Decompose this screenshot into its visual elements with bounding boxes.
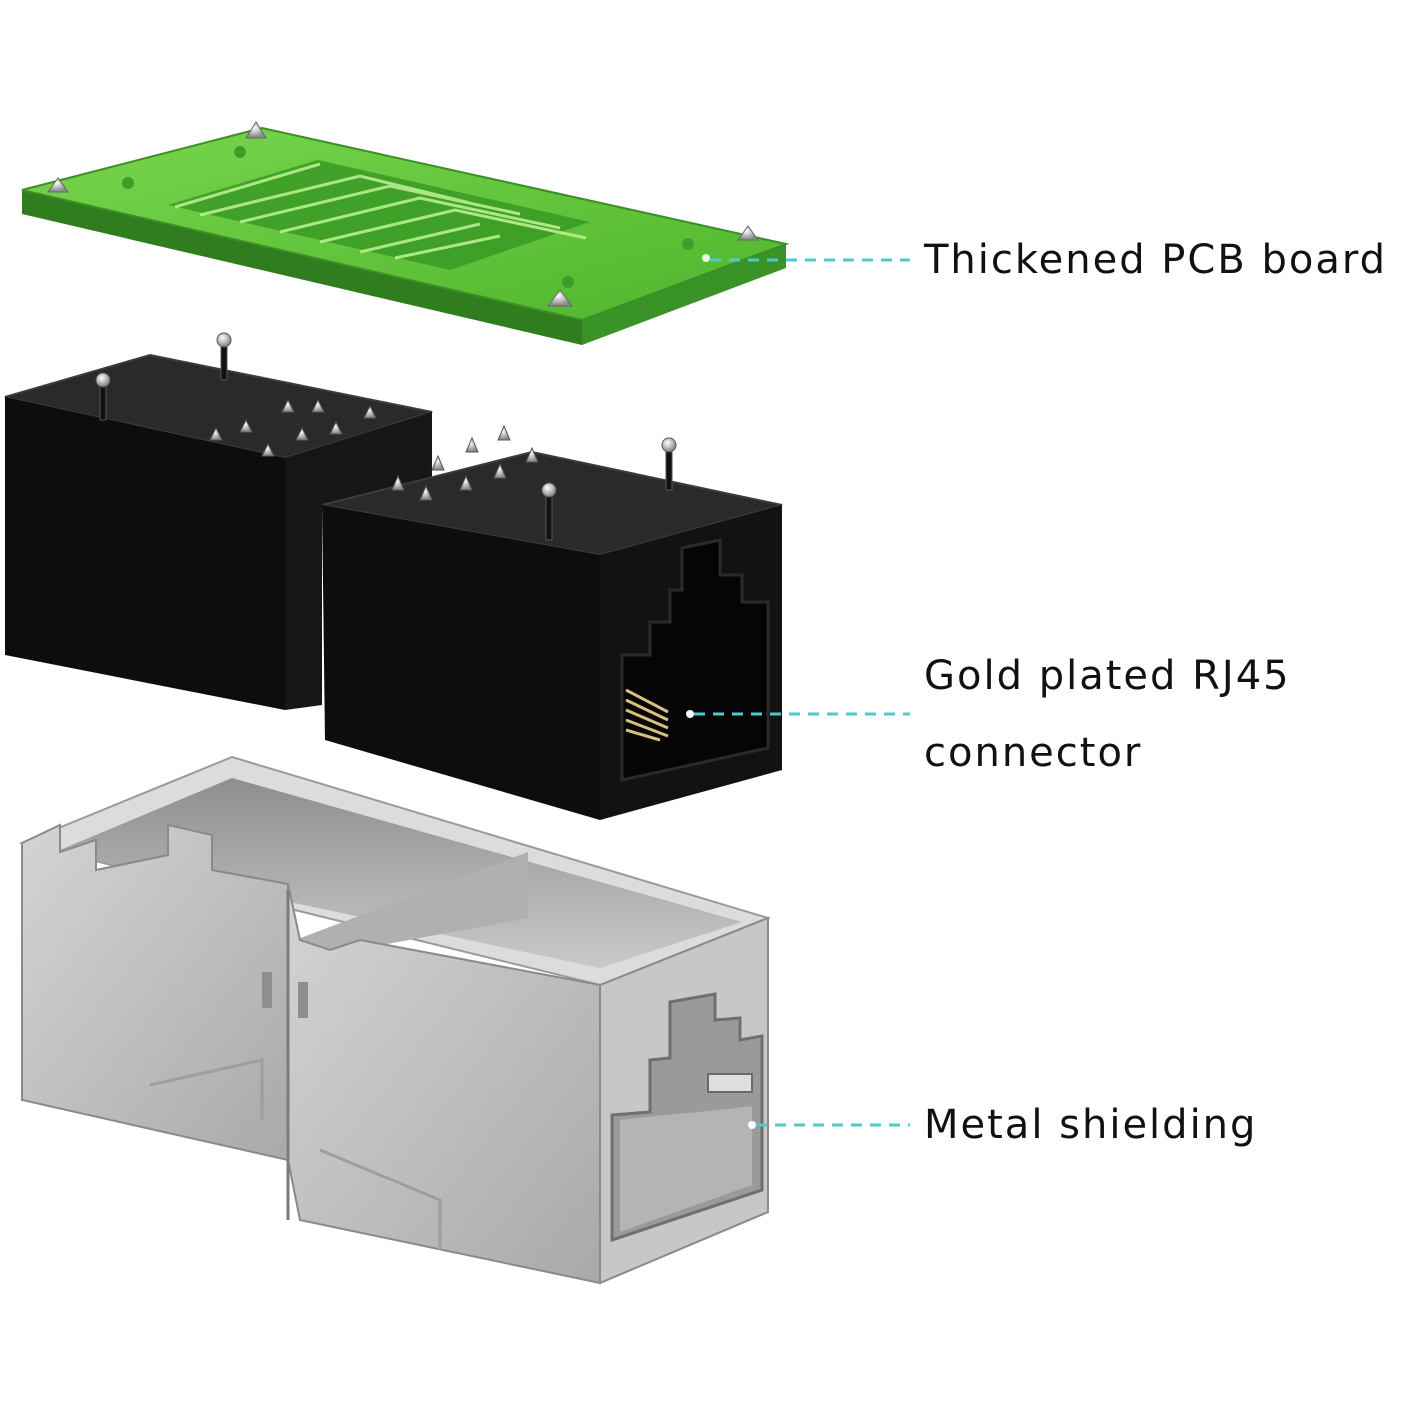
pcb-hole: [682, 238, 694, 250]
pcb-hole: [234, 146, 246, 158]
pcb-board-side: [22, 190, 582, 345]
pcb-trace-pad: [168, 160, 590, 270]
pcb-hole: [122, 177, 134, 189]
pcb-board-side-right: [582, 244, 786, 345]
rj45-connector-label-line1: Gold plated RJ45: [924, 653, 1291, 699]
shield-jack-inner: [620, 1106, 752, 1232]
shield-callout-dot: [748, 1121, 756, 1129]
pcb-mount-pin: [547, 289, 573, 307]
rj45-jack-opening: [620, 538, 770, 782]
pcb-board: [21, 121, 790, 345]
front-block-front: [322, 505, 600, 820]
shield-spring-tab: [707, 1073, 753, 1093]
back-block-pins: [95, 332, 377, 457]
shield-inner-cavity: [55, 778, 742, 968]
shield-latch-window: [262, 972, 272, 1008]
back-block-front: [5, 397, 285, 710]
rj45-connector-blocks: [4, 332, 783, 820]
shield-emboss: [149, 1058, 264, 1120]
leader-lines: [694, 258, 910, 1127]
metal-shielding-label: Metal shielding: [924, 1102, 1258, 1148]
pcb-mount-pin: [245, 121, 267, 139]
shield-latch-window: [298, 982, 308, 1018]
rj45-callout-dot: [686, 710, 694, 718]
pcb-mount-pins: [47, 121, 759, 307]
pcb-mount-pin: [737, 225, 759, 241]
metal-shield: [18, 755, 772, 1285]
pcb-callout-dot: [702, 254, 710, 262]
pcb-mount-pin: [47, 177, 69, 193]
shield-emboss: [319, 1148, 442, 1250]
pcb-hole: [562, 276, 574, 288]
pcb-traces: [174, 162, 587, 260]
rj45-connector-label-line2: connector: [924, 730, 1143, 776]
gold-contacts: [625, 688, 669, 742]
shield-divider: [282, 852, 528, 960]
front-block-pins: [391, 424, 677, 541]
pcb-board-label: Thickened PCB board: [924, 237, 1388, 283]
